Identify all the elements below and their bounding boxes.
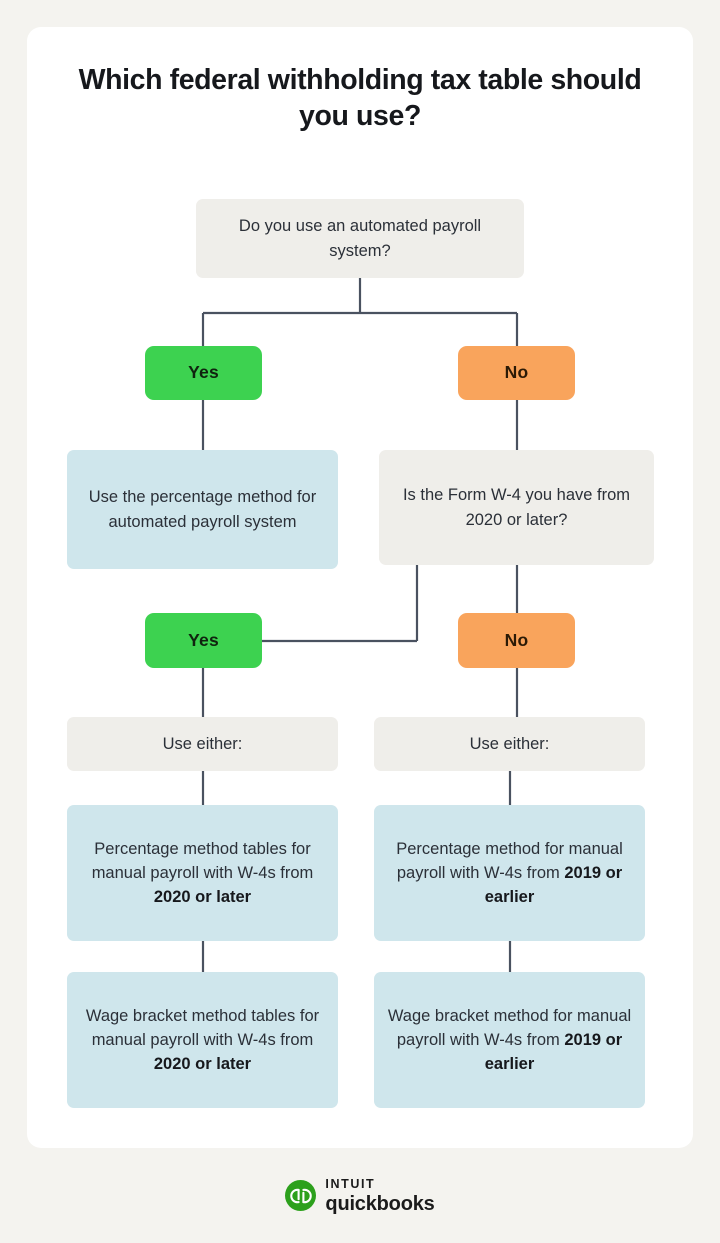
right-option-1-lead: Percentage method for manual payroll wit… (396, 839, 623, 882)
brand-intuit: INTUIT (325, 1177, 376, 1191)
brand-quickbooks: quickbooks (325, 1192, 435, 1215)
right-option-1-emphasis: 2019 or earlier (484, 863, 623, 907)
node-branch2-yes: Yes (145, 613, 262, 668)
quickbooks-mark-icon (285, 1180, 317, 1212)
node-left-option-1: Percentage method tables for manual payr… (67, 805, 338, 941)
node-right-option-1: Percentage method for manual payroll wit… (374, 805, 645, 941)
node-yes-outcome: Use the percentage method for automated … (67, 450, 338, 569)
right-option-2-lead: Wage bracket method for manual payroll w… (387, 1006, 632, 1049)
node-w4-question: Is the Form W-4 you have from 2020 or la… (379, 450, 654, 565)
node-left-option-2: Wage bracket method tables for manual pa… (67, 972, 338, 1108)
node-left-use-either: Use either: (67, 717, 338, 771)
node-right-use-either: Use either: (374, 717, 645, 771)
node-branch1-no: No (458, 346, 575, 400)
quickbooks-logo: INTUIT quickbooks (0, 1178, 720, 1214)
left-option-2-lead: Wage bracket method tables for manual pa… (85, 1006, 320, 1049)
node-branch2-no: No (458, 613, 575, 668)
brand-wordmark: INTUIT quickbooks (325, 1178, 434, 1214)
page-title: Which federal withholding tax table shou… (78, 64, 642, 133)
node-root-question: Do you use an automated payroll system? (196, 199, 524, 278)
left-option-1-emphasis: 2020 or later (153, 888, 252, 907)
node-right-option-2: Wage bracket method for manual payroll w… (374, 972, 645, 1108)
right-option-2-emphasis: 2019 or earlier (484, 1030, 623, 1074)
left-option-1-lead: Percentage method tables for manual payr… (91, 839, 314, 882)
left-option-2-emphasis: 2020 or later (153, 1055, 252, 1074)
node-branch1-yes: Yes (145, 346, 262, 400)
